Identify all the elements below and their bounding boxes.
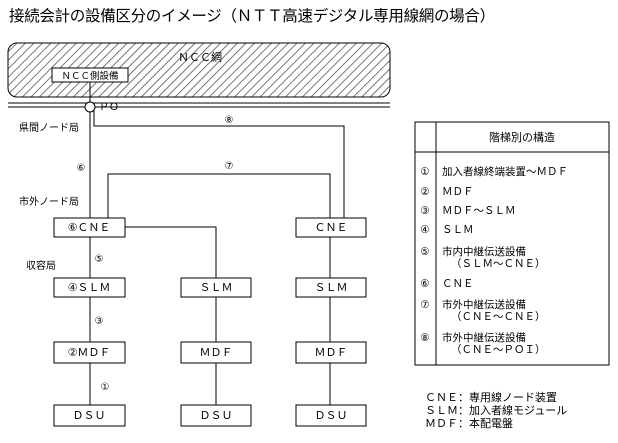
mdf-node-right: ＭＤＦ [295, 341, 367, 364]
legend-table: 階梯別の構造 ① 加入者線終端装置～ＭＤＦ ② ＭＤＦ ③ ＭＤＦ～ＳＬＭ ④ ＳＬＭ ⑤ 市内中… [414, 121, 610, 366]
cne-node-main: ⑥ＣＮＥ [53, 217, 126, 238]
mdf-node-right-label: ＭＤＦ [315, 346, 348, 359]
legend-title: 階梯別の構造 [489, 130, 555, 144]
dsu-node-mid: ＤＳＵ [180, 404, 252, 427]
marker-5: ⑤ [95, 254, 104, 265]
mdf-node-mid-label: ＭＤＦ [200, 346, 233, 359]
legend-item-number: ① [420, 166, 429, 178]
cne-node-main-label: ⑥ＣＮＥ [68, 221, 111, 234]
legend-item-number: ③ [420, 205, 429, 217]
legend-item-text: （ＳＬＭ～ＣＮＥ） [451, 258, 546, 270]
dsu-node-main-label: ＤＳＵ [73, 409, 106, 422]
legend-item-text: ＣＮＥ [442, 278, 474, 290]
mdf-node-main-label: ②ＭＤＦ [68, 346, 111, 359]
accommodation-office-label: 収容局 [26, 259, 56, 272]
marker-3: ③ [95, 316, 104, 327]
slm-node-mid: ＳＬＭ [180, 277, 252, 298]
legend-item-number: ⑦ [420, 299, 429, 311]
footnote-cne: ＣＮＥ：専用線ノード装置 [425, 391, 557, 404]
prefecture-node-label: 県間ノード局 [19, 122, 79, 134]
poi-point: ＰＯ [84, 101, 119, 113]
legend-item-text: ＭＤＦ [442, 186, 474, 198]
ncc-equipment-label: ＮＣＣ側設備 [61, 70, 118, 82]
legend-item-text: 市内中継伝送設備 [442, 245, 526, 258]
legend-item-text: ＭＤＦ～ＳＬＭ [442, 205, 516, 217]
connection-lines [89, 82, 345, 405]
ncc-network: ＮＣＣ網 ＮＣＣ側設備 [7, 42, 391, 98]
legend-items: ① 加入者線終端装置～ＭＤＦ ② ＭＤＦ ③ ＭＤＦ～ＳＬＭ ④ ＳＬＭ ⑤ 市内中継伝送設備（Ｓ… [420, 165, 568, 356]
cne-node-right-label: ＣＮＥ [315, 221, 348, 234]
slm-node-main: ④ＳＬＭ [53, 277, 126, 298]
legend-item-number: ② [420, 186, 429, 198]
legend-item-text: 市外中継伝送設備 [442, 298, 526, 311]
dsu-node-right-label: ＤＳＵ [315, 409, 348, 422]
slm-node-main-label: ④ＳＬＭ [68, 281, 111, 294]
legend-item-text: （ＣＮＥ～ＣＮＥ） [451, 311, 546, 323]
dsu-node-main: ＤＳＵ [53, 404, 126, 427]
bus-lines [8, 102, 390, 108]
legend-item-number: ⑤ [420, 246, 429, 258]
slm-node-mid-label: ＳＬＭ [200, 281, 233, 294]
legend-item-text: 加入者線終端装置～ＭＤＦ [442, 165, 568, 178]
marker-6: ⑥ [77, 163, 86, 174]
legend-item-number: ⑧ [420, 332, 429, 344]
legend-item-text: 市外中継伝送設備 [442, 331, 526, 344]
poi-label: ＰＯ [99, 102, 119, 113]
dsu-node-right: ＤＳＵ [295, 404, 367, 427]
legend-item-number: ⑥ [420, 278, 429, 290]
footnote-mdf: ＭＤＦ：本配電盤 [425, 417, 513, 430]
slm-node-right: ＳＬＭ [295, 277, 367, 298]
legend-item-text: ＳＬＭ [442, 224, 474, 236]
legend-item-number: ④ [420, 224, 429, 236]
ncc-network-label: ＮＣＣ網 [178, 50, 222, 64]
marker-8: ⑧ [225, 115, 234, 126]
mdf-node-mid: ＭＤＦ [180, 341, 252, 364]
mdf-node-main: ②ＭＤＦ [53, 341, 126, 364]
diagram-title: 接続会計の設備区分のイメージ（ＮＴＴ高速デジタル専用線網の場合） [9, 7, 495, 25]
dsu-node-mid-label: ＤＳＵ [200, 409, 233, 422]
legend-item-text: （ＣＮＥ～ＰＯＩ） [451, 344, 546, 356]
city-node-label: 市外ノード局 [19, 195, 79, 208]
marker-7: ⑦ [225, 161, 234, 172]
marker-1: ① [101, 382, 110, 393]
footnote-slm: ＳＬＭ：加入者線モジュール [425, 404, 568, 417]
cne-node-right: ＣＮＥ [295, 217, 367, 238]
slm-node-right-label: ＳＬＭ [315, 281, 348, 294]
